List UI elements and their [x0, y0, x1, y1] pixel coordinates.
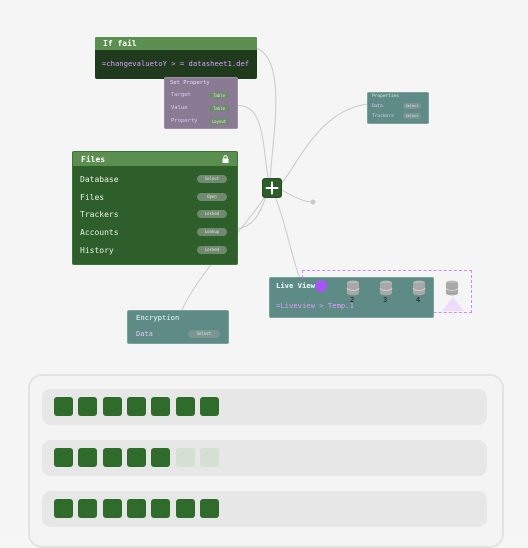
database-label: 2 [350, 296, 355, 304]
set-property-row-label: Target [171, 92, 191, 98]
database-icon [445, 280, 459, 297]
files-row-label: Trackers [80, 210, 119, 219]
progress-square-filled [199, 499, 219, 518]
progress-square-filled [78, 397, 98, 416]
properties-row-label: Data [372, 104, 383, 109]
progress-row [42, 491, 487, 527]
progress-square-filled [78, 448, 98, 467]
set-property-row-value[interactable]: Layout [209, 118, 229, 125]
progress-row [42, 440, 487, 476]
wire-endpoint-dot [310, 199, 316, 205]
properties-row-value[interactable]: Select [403, 113, 421, 119]
progress-square-filled [151, 448, 171, 467]
files-row-value[interactable]: Locked [197, 246, 227, 254]
encryption-title: Encryption [136, 313, 180, 322]
progress-square-filled [54, 499, 73, 518]
progress-square-filled [175, 499, 195, 518]
files-header: Files [73, 152, 237, 166]
files-row-label: History [80, 246, 114, 255]
set-property-row-label: Value [171, 105, 188, 111]
files-row-value[interactable]: Locked [197, 210, 227, 218]
set-property-node[interactable]: Set Property Target Table Value Table Pr… [164, 77, 238, 129]
live-view-formula[interactable]: =Liveview > Temp.1 [276, 301, 354, 310]
progress-square-filled [126, 499, 146, 518]
progress-square-filled [199, 397, 219, 416]
if-fail-formula[interactable]: =changevaluetoY > = datasheet1.def [102, 59, 250, 68]
wire-hub-properties [279, 103, 369, 187]
if-fail-node[interactable]: If fail =changevaluetoY > = datasheet1.d… [95, 37, 257, 79]
wire-hub-dot [281, 189, 314, 203]
progress-square-filled [78, 499, 98, 518]
files-row-label: Accounts [80, 228, 119, 237]
progress-square-filled [126, 448, 146, 467]
properties-title: Properties [372, 94, 400, 99]
database-icon [412, 280, 426, 297]
database-label: 4 [416, 296, 421, 304]
progress-square-filled [54, 397, 73, 416]
properties-row-label: Trackers [372, 114, 394, 119]
progress-square-filled [151, 499, 171, 518]
progress-square-empty [175, 448, 195, 467]
progress-square-filled [102, 448, 122, 467]
if-fail-header: If fail [95, 37, 257, 50]
wire-setprop-hub [234, 105, 271, 187]
encryption-node[interactable]: Encryption Data Select [127, 310, 229, 344]
progress-square-filled [175, 397, 195, 416]
set-property-title: Set Property [170, 80, 210, 86]
progress-square-filled [151, 397, 171, 416]
progress-square-filled [102, 397, 122, 416]
canvas: If fail =changevaluetoY > = datasheet1.d… [28, 37, 504, 548]
progress-square-filled [126, 397, 146, 416]
files-node[interactable]: Files Database Select Files Open Tracker… [72, 151, 238, 265]
files-row-value[interactable]: Select [197, 175, 227, 183]
purple-handle-icon[interactable] [315, 280, 327, 292]
database-icon [346, 280, 360, 297]
set-property-row-value[interactable]: Table [209, 92, 229, 99]
files-row-label: Files [80, 193, 105, 202]
progress-square-filled [102, 499, 122, 518]
files-row-label: Database [80, 175, 119, 184]
hub-add-button[interactable] [262, 178, 282, 198]
progress-row [42, 389, 487, 425]
wire-hub-liveview [274, 195, 301, 279]
database-label: 3 [383, 296, 388, 304]
files-row-value[interactable]: Open [197, 193, 227, 201]
properties-node[interactable]: Properties Data Select Trackers Select [367, 92, 429, 124]
if-fail-title: If fail [103, 39, 137, 48]
files-row-value[interactable]: Lookup [197, 228, 227, 236]
set-property-row-label: Property [171, 118, 198, 124]
properties-row-value[interactable]: Select [403, 103, 421, 109]
live-view-title: Live View [276, 281, 315, 290]
triangle-shape-icon [442, 297, 464, 311]
progress-square-empty [199, 448, 219, 467]
progress-square-filled [54, 448, 73, 467]
encryption-row-value[interactable]: Select [188, 330, 220, 338]
lock-icon [222, 155, 229, 163]
set-property-row-value[interactable]: Table [209, 105, 229, 112]
encryption-row-label: Data [136, 330, 153, 338]
plus-icon [265, 181, 279, 195]
database-icon [379, 280, 393, 297]
files-title: Files [81, 154, 106, 164]
wire-iffail-hub [255, 47, 277, 187]
